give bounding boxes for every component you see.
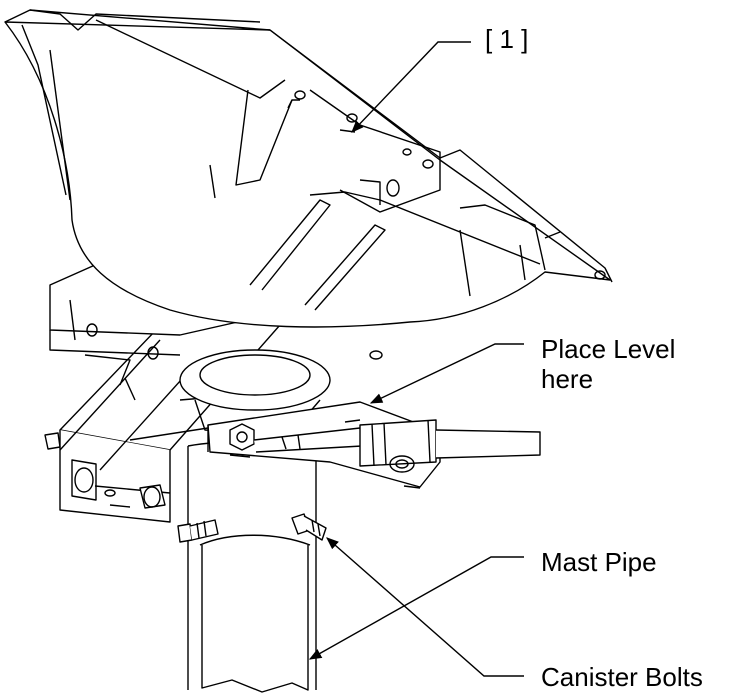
leader-mast-pipe (308, 556, 524, 660)
leader-place-level (369, 343, 524, 404)
place-level-label: Place Level here (541, 334, 676, 394)
leader-canister-bolts (326, 537, 524, 677)
canister-bolts (177, 513, 327, 543)
canister-bolts-label: Canister Bolts (541, 662, 703, 692)
part-reference-label: [ 1 ] (485, 24, 529, 54)
mast-pipe-label: Mast Pipe (541, 547, 657, 577)
level-clamp (207, 401, 541, 489)
mast-pipe (187, 440, 317, 693)
leader-part-ref (351, 41, 471, 133)
bracket-bolt (44, 432, 166, 509)
reflector-dish (4, 9, 613, 328)
